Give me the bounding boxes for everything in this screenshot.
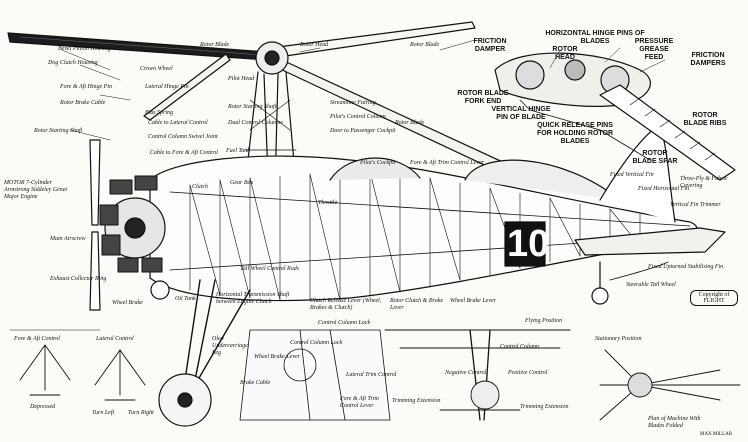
label-stationary-position: Stationary Position (595, 336, 642, 342)
label-fore-aft-control: Fore & Aft Control (14, 336, 60, 342)
rotor-head-detail (494, 52, 736, 181)
label-rotor-blade-ribs: ROTOR BLADE RIBS (683, 112, 727, 127)
label-oleo-undercarriage-leg: Oleo Undercarriage Leg (212, 336, 248, 356)
plan-view (599, 349, 741, 421)
radial-engine (89, 139, 166, 311)
label-wheel-brake: Wheel Brake (112, 300, 143, 306)
label-tail-wheel-control-rods: Tail Wheel Control Rods (240, 266, 300, 272)
label-fixed-upturned-stabilising-fin: Fixed Upturned Stabilising Fin (648, 264, 724, 270)
label-fore-aft-hinge-pin: Fore & Aft Hinge Pin (60, 84, 112, 90)
label-turn-left: Turn Left (92, 410, 115, 416)
undercarriage (150, 279, 251, 427)
label-exhaust-collector-ring: Exhaust Collector Ring (50, 276, 107, 282)
label-rotor-blade-spar: ROTOR BLADE SPAR (632, 150, 678, 165)
label-horizontal-transmission: Horizontal Transmission Shaft between En… (216, 292, 290, 305)
label-steerable-tail-wheel: Steerable Tail Wheel (626, 282, 676, 288)
label-throttle: Throttle (318, 200, 338, 206)
label-trimming-extension-2: Trimming Extension (520, 404, 569, 410)
control-diagrams (9, 329, 146, 401)
label-streamline-fairing: Streamline Fairing (330, 100, 376, 106)
label-vertical-hinge-pin: VERTICAL HINGE PIN OF BLADE (491, 106, 551, 121)
label-wheel-brake-lever-2: Wheel Brake Lever (254, 354, 300, 360)
rotor-blades (7, 21, 521, 179)
copyright-stamp: Copyright of FLIGHT (690, 290, 738, 306)
label-pilots-cockpit: Pilot's Cockpit (360, 160, 396, 166)
label-brake-cable: Brake Cable (240, 380, 271, 386)
label-fixed-horizontal-fin: Fixed Horizontal Fin (638, 186, 689, 192)
label-cable-to-lateral-control: Cable to Lateral Control (148, 120, 208, 126)
label-pressure-grease-feed: PRESSURE GREASE FEED (634, 38, 674, 61)
label-vertical-fin-trimmer: Vertical Fin Trimmer (670, 202, 721, 208)
label-engine: MOTOR 7-Cylinder Armstrong Siddeley Gene… (4, 180, 68, 200)
artist-signature: MAX MILLAR (700, 432, 733, 437)
label-friction-dampers: FRICTION DAMPERS (690, 52, 726, 67)
label-crown-wheel: Crown Wheel (140, 66, 173, 72)
label-cable-fore-aft-control: Cable to Fore & Aft Control (150, 150, 218, 156)
label-wheel-brake-lever: Wheel Brake Lever (450, 298, 496, 304)
label-turn-right: Turn Right (128, 410, 154, 416)
fuselage-number: 10 (507, 223, 550, 265)
label-fore-aft-trim-lever: Fore & Aft Trim Control Lever (410, 160, 484, 166)
label-clutch: Clutch (192, 184, 208, 190)
label-positive-control: Positive Control (508, 370, 548, 376)
label-bevel-pinion-housing: Bevel Pinion Housing (58, 46, 111, 52)
label-quick-release-pins: QUICK RELEASE PINS FOR HOLDING ROTOR BLA… (536, 122, 614, 145)
label-dual-control-columns: Dual Control Columns (228, 120, 283, 126)
label-door-passenger-cockpit: Door to Passenger Cockpit (330, 128, 396, 134)
label-dog-clutch-housing: Dog Clutch Housing (48, 60, 98, 66)
label-rotor-blade-left: Rotor Blade (200, 42, 230, 48)
label-lateral-trim-control: Lateral Trim Control (346, 372, 397, 378)
label-rotor-clutch-brake-lever: Rotor Clutch & Brake Lever (390, 298, 444, 311)
cockpit-floor-detail (239, 329, 391, 421)
label-depressed: Depressed (30, 404, 56, 410)
label-plan-of-machine: Plan of Machine With Blades Folded (648, 416, 701, 429)
label-three-ply-covering: Three-Ply & Fabric Covering (680, 176, 728, 189)
label-control-column: Control Column (500, 344, 539, 350)
label-pilot-head: Pilot Head (228, 76, 255, 82)
leader-lines (61, 39, 666, 141)
label-control-column-swivel-joint: Control Column Swivel Joint (148, 134, 218, 140)
label-oil-tank: Oil Tank (175, 296, 196, 302)
label-fuel-tank: Fuel Tank (226, 148, 250, 154)
label-rotor-starting-shaft: Rotor Starting Shaft (34, 128, 83, 134)
label-rotor-head-left: Rotor Head (300, 42, 329, 48)
label-rotor-head-detail: ROTOR HEAD (552, 46, 578, 61)
label-trimming-extension: Trimming Extension (392, 398, 441, 404)
tail-unit (574, 124, 726, 305)
label-pilots-control-column: Pilot's Control Column (330, 114, 386, 120)
label-flying-position: Flying Position (525, 318, 563, 324)
label-negative-control: Negative Control (445, 370, 487, 376)
label-main-airscrew: Main Airscrew (50, 236, 86, 242)
label-rotor-starting-shaft-2: Rotor Starting Shaft (228, 104, 277, 110)
label-control-column-lock: Control Column Lock (318, 320, 371, 326)
label-lateral-control: Lateral Control (96, 336, 134, 342)
label-clutch-release-lever: Clutch Release Lever (Wheel, Brakes & Cl… (310, 298, 382, 311)
label-horizontal-hinge-pins: HORIZONTAL HINGE PINS OF BLADES (545, 30, 645, 45)
label-rotor-blade-fork-end: ROTOR BLADE FORK END (457, 90, 509, 105)
label-fixed-vertical-fin: Fixed Vertical Fin (610, 172, 654, 178)
label-bias-spring: Bias Spring (145, 110, 174, 116)
label-friction-damper: FRICTION DAMPER (473, 38, 507, 53)
front-view (384, 329, 571, 421)
label-fore-aft-trim-lever-2: Fore & Aft Trim Control Lever (340, 396, 379, 409)
label-rotor-blade-mid: Rotor Blade (395, 120, 425, 126)
label-rotor-brake-cable: Rotor Brake Cable (60, 100, 106, 106)
label-gear-box: Gear Box (230, 180, 254, 186)
label-rotor-blade-upper: Rotor Blade (410, 42, 440, 48)
label-control-column-lock-2: Control Column Lock (290, 340, 343, 346)
label-lateral-hinge-pin: Lateral Hinge Pin (145, 84, 189, 90)
